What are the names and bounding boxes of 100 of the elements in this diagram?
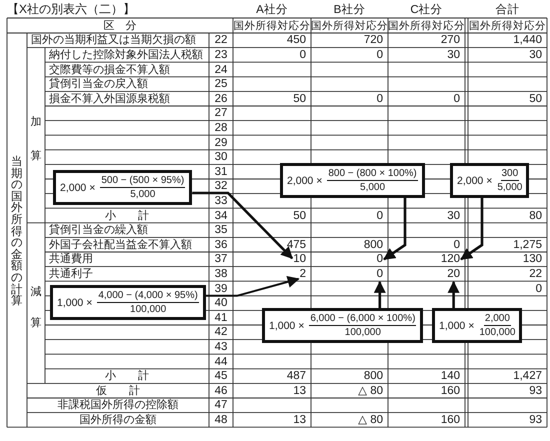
header-cell-text: 国外所得対応分	[311, 19, 388, 33]
cell-value: △ 80	[358, 412, 383, 427]
row-number: 39	[214, 282, 228, 296]
row-number: 46	[214, 384, 228, 398]
cell-value: 2	[300, 266, 306, 281]
numerator-text: 6,000 − (6,000 × 100%)	[309, 312, 416, 326]
denominator-text: 100,000	[130, 303, 166, 316]
row-label: 外国子会社配当益金不算入額	[49, 238, 192, 252]
cell-value: 20	[447, 266, 460, 281]
multiplier-text: 1,000 ×	[439, 320, 474, 332]
formula-callout	[280, 163, 425, 198]
formula-callout	[450, 163, 530, 198]
table-title: 【X社の別表六（二）】	[7, 2, 136, 16]
numerator-text: 4,000 − (4,000 × 95%)	[97, 289, 199, 303]
row-number: 26	[214, 92, 228, 106]
cell-value: △ 80	[358, 384, 383, 398]
cell-value: 270	[440, 33, 460, 48]
row-number: 32	[214, 179, 228, 194]
cell-value: 160	[440, 412, 460, 427]
row-number: 37	[214, 252, 228, 266]
cell-value: 1,440	[513, 33, 542, 48]
row-label: 共通費用	[49, 252, 93, 266]
row-label: 損金不算入外国源泉税額	[49, 92, 170, 106]
row-number: 47	[214, 398, 228, 412]
row-number: 30	[214, 150, 228, 164]
row-label: 交際費等の損金不算入額	[49, 62, 170, 76]
column-heading: A社分	[256, 3, 288, 17]
cell-value: 0	[376, 92, 383, 106]
numerator-text: 800 − (800 × 100%)	[327, 167, 418, 181]
cell-value: 1,427	[513, 369, 542, 384]
multiplier-text: 2,000 ×	[457, 174, 492, 186]
row-number: 31	[214, 164, 228, 179]
section-label: 加	[30, 115, 42, 129]
cell-value: 160	[440, 384, 460, 398]
row-label: 納付した控除対象外国法人税額	[49, 48, 203, 62]
numerator-text: 300	[500, 167, 520, 181]
denominator-text: 5,000	[497, 181, 522, 194]
cell-value: 80	[529, 208, 542, 222]
column-heading: 合計	[496, 3, 520, 17]
row-label: 仮 計	[96, 384, 140, 398]
cell-value: 30	[447, 48, 460, 62]
cell-value: 130	[522, 252, 542, 266]
column-heading: B社分	[334, 3, 366, 17]
multiplier-text: 2,000 ×	[287, 174, 322, 186]
arrow	[192, 192, 294, 260]
section-label: 算	[30, 149, 42, 163]
row-number: 45	[214, 369, 228, 384]
row-number: 25	[214, 77, 228, 92]
row-label: 国外所得の金額	[80, 412, 156, 427]
row-number: 43	[214, 340, 228, 354]
row-number: 23	[214, 48, 228, 62]
row-number: 22	[214, 33, 228, 48]
cell-value: 50	[293, 208, 306, 222]
cell-value: 720	[364, 33, 383, 48]
cell-value: 0	[536, 282, 542, 296]
vertical-heading: 当期の国外所得の金額の計算	[11, 157, 23, 308]
row-number: 38	[214, 266, 228, 281]
numerator-text: 500 − (500 × 95%)	[100, 174, 186, 188]
arrow	[383, 198, 406, 260]
row-label: 小 計	[105, 369, 149, 384]
row-number: 34	[214, 208, 228, 222]
row-number: 33	[214, 194, 228, 208]
cell-value: 140	[440, 369, 460, 384]
column-heading: C社分	[410, 3, 443, 17]
cell-value: 0	[376, 208, 383, 222]
denominator-text: 5,000	[360, 181, 386, 194]
cell-value: 0	[300, 48, 306, 62]
section-label: 算	[30, 316, 42, 330]
formula-callout	[262, 308, 424, 343]
cell-value: 93	[529, 384, 542, 398]
row-label: 小 計	[105, 208, 149, 222]
formula-callout	[53, 170, 192, 205]
row-number: 44	[214, 354, 228, 368]
cell-value: 0	[376, 48, 383, 62]
cell-value: 475	[286, 238, 306, 252]
arrow	[448, 280, 460, 308]
formula-callout	[50, 285, 206, 320]
row-number: 28	[214, 120, 228, 135]
arrow	[374, 280, 386, 308]
cell-value: 800	[364, 369, 383, 384]
header-cell-text: 区 分	[104, 19, 136, 33]
row-number: 40	[214, 296, 228, 310]
formula-callout	[432, 308, 522, 343]
row-number: 48	[214, 412, 228, 427]
row-number: 42	[214, 325, 228, 340]
row-number: 27	[214, 106, 228, 120]
denominator-text: 5,000	[130, 188, 156, 201]
cell-value: 487	[286, 369, 306, 384]
multiplier-text: 1,000 ×	[57, 296, 92, 308]
multiplier-text: 2,000 ×	[60, 182, 96, 194]
cell-value: 13	[293, 412, 306, 427]
row-number: 36	[214, 238, 228, 252]
row-label: 貸倒引当金の戻入額	[49, 77, 148, 92]
cell-value: 30	[447, 208, 460, 222]
cell-value: 800	[364, 238, 383, 252]
row-label: 非課税国外所得の控除額	[58, 398, 178, 412]
cell-value: 22	[529, 266, 542, 281]
row-label: 国外の当期利益又は当期欠損の額	[31, 33, 196, 48]
multiplier-text: 1,000 ×	[269, 320, 304, 332]
denominator-text: 100,000	[479, 326, 516, 339]
